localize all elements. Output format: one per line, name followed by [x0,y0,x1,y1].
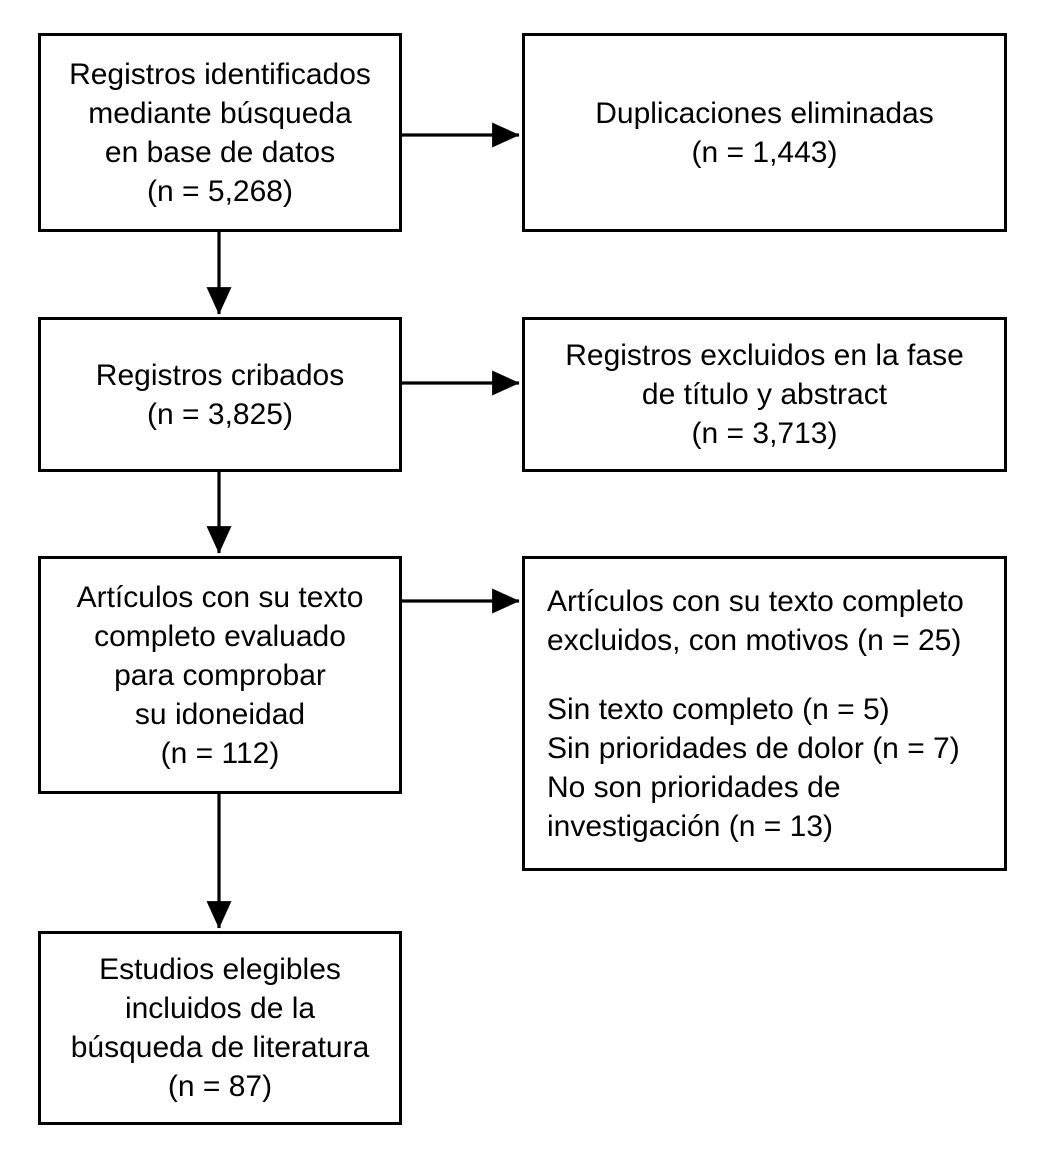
node-records-identified: Registros identificados mediante búsqued… [38,33,402,232]
node-line: incluidos de la [124,992,316,1025]
node-line: Registros identificados [69,57,371,91]
node-fulltext-assessed-eligibility: Artículos con su texto completo evaluado… [38,556,402,794]
node-reason-item: Sin texto completo (n = 5) [547,692,890,726]
node-line: completo evaluado [94,619,346,653]
node-records-excluded-title-abstract: Registros excluidos en la fase de título… [522,317,1007,472]
node-line: búsqueda de literatura [70,1031,370,1064]
node-count-label: (n = 1,443) [691,135,838,169]
node-line: Estudios elegibles [99,953,341,986]
node-line: Artículos con su texto completo [547,584,964,618]
node-count-label: (n = 3,825) [147,397,293,431]
node-line: Duplicaciones eliminadas [595,96,934,130]
node-duplicates-removed: Duplicaciones eliminadas (n = 1,443) [522,33,1007,232]
node-reason-item: investigación (n = 13) [547,809,833,843]
node-line: para comprobar [114,658,326,692]
node-eligible-studies-included: Estudios elegibles incluidos de la búsqu… [38,931,402,1125]
node-fulltext-excluded-with-reasons: Artículos con su texto completo excluido… [522,556,1007,871]
node-reason-item: No son prioridades de [547,770,841,804]
node-line: Registros excluidos en la fase [565,339,964,372]
node-count-label: (n = 5,268) [147,174,293,208]
node-line: en base de datos [104,135,336,169]
node-line: Artículos con su texto [76,580,364,614]
node-count-label: excluidos, con motivos (n = 25) [547,623,962,657]
node-records-screened: Registros cribados (n = 3,825) [38,317,402,472]
node-count-label: (n = 87) [167,1070,273,1103]
node-count-label: (n = 3,713) [691,417,838,450]
node-reason-item: Sin prioridades de dolor (n = 7) [547,731,960,765]
node-line: Registros cribados [95,358,345,392]
node-line: de título y abstract [641,378,888,411]
node-count-label: (n = 112) [160,736,280,770]
node-line: mediante búsqueda [88,96,352,130]
node-line: su idoneidad [134,697,306,731]
